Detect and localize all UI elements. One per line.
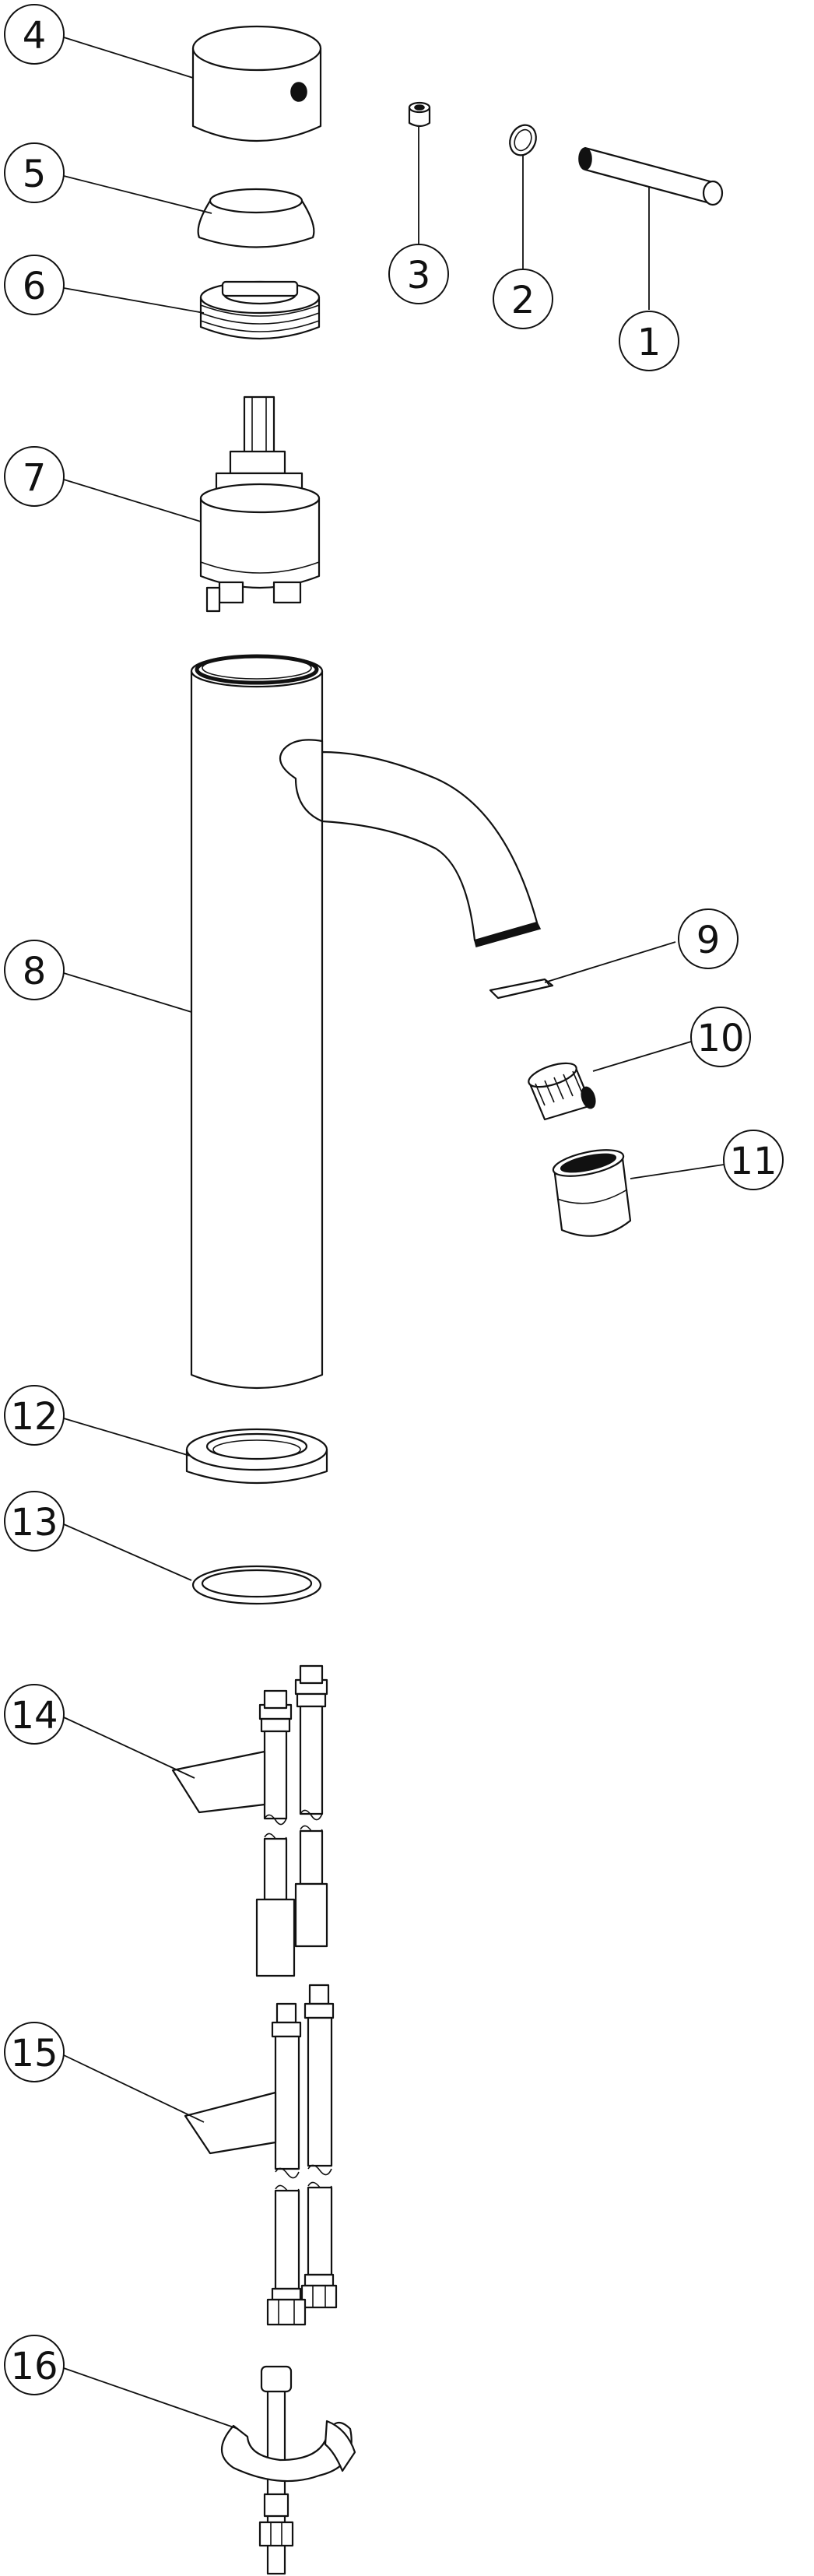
callout-11: 11	[723, 1130, 784, 1190]
callout-label: 10	[696, 1017, 744, 1060]
callout-label: 11	[729, 1140, 777, 1183]
callout-2: 2	[493, 269, 553, 329]
callout-label: 13	[10, 1501, 58, 1545]
part-aerator-housing	[552, 1149, 632, 1237]
callout-label: 4	[23, 14, 47, 58]
part-base-gasket	[191, 1565, 322, 1605]
part-handle-knob	[191, 25, 322, 142]
callout-label: 6	[23, 265, 47, 308]
callout-label: 16	[10, 2345, 58, 2388]
callout-label: 5	[23, 153, 47, 196]
callout-label: 12	[10, 1395, 58, 1439]
callout-7: 7	[4, 446, 65, 507]
callout-1: 1	[619, 311, 679, 371]
part-lever-pin	[578, 146, 724, 206]
part-faucet-body	[190, 654, 542, 1390]
part-threaded-nut	[199, 280, 321, 340]
callout-12: 12	[4, 1385, 65, 1446]
callout-6: 6	[4, 255, 65, 315]
part-mounting-bracket	[221, 2365, 356, 2575]
callout-3: 3	[388, 244, 449, 304]
callout-label: 14	[10, 1694, 58, 1738]
part-aerator-insert	[528, 1062, 596, 1121]
callout-8: 8	[4, 940, 65, 1000]
callout-label: 3	[407, 254, 431, 297]
callout-13: 13	[4, 1491, 65, 1552]
callout-14: 14	[4, 1684, 65, 1745]
callout-label: 15	[10, 2032, 58, 2075]
part-cartridge	[199, 395, 321, 613]
callout-15: 15	[4, 2022, 65, 2082]
part-rigid-supply-pipes	[171, 1664, 328, 1977]
part-o-ring-small	[509, 124, 537, 156]
part-grub-screw	[408, 101, 431, 128]
callout-5: 5	[4, 142, 65, 203]
callout-label: 8	[23, 950, 47, 993]
callout-16: 16	[4, 2335, 65, 2395]
callout-10: 10	[690, 1007, 751, 1067]
callout-label: 1	[637, 321, 661, 364]
part-cover-cone	[197, 188, 315, 248]
leader-lines	[63, 37, 725, 2430]
callout-label: 9	[696, 919, 721, 962]
callout-9: 9	[678, 908, 739, 969]
callout-label: 2	[511, 279, 535, 322]
callout-label: 7	[23, 456, 47, 500]
part-base-ring	[185, 1428, 328, 1485]
part-flat-washer	[489, 978, 554, 1000]
part-braided-hoses	[184, 1984, 338, 2326]
callout-4: 4	[4, 4, 65, 65]
